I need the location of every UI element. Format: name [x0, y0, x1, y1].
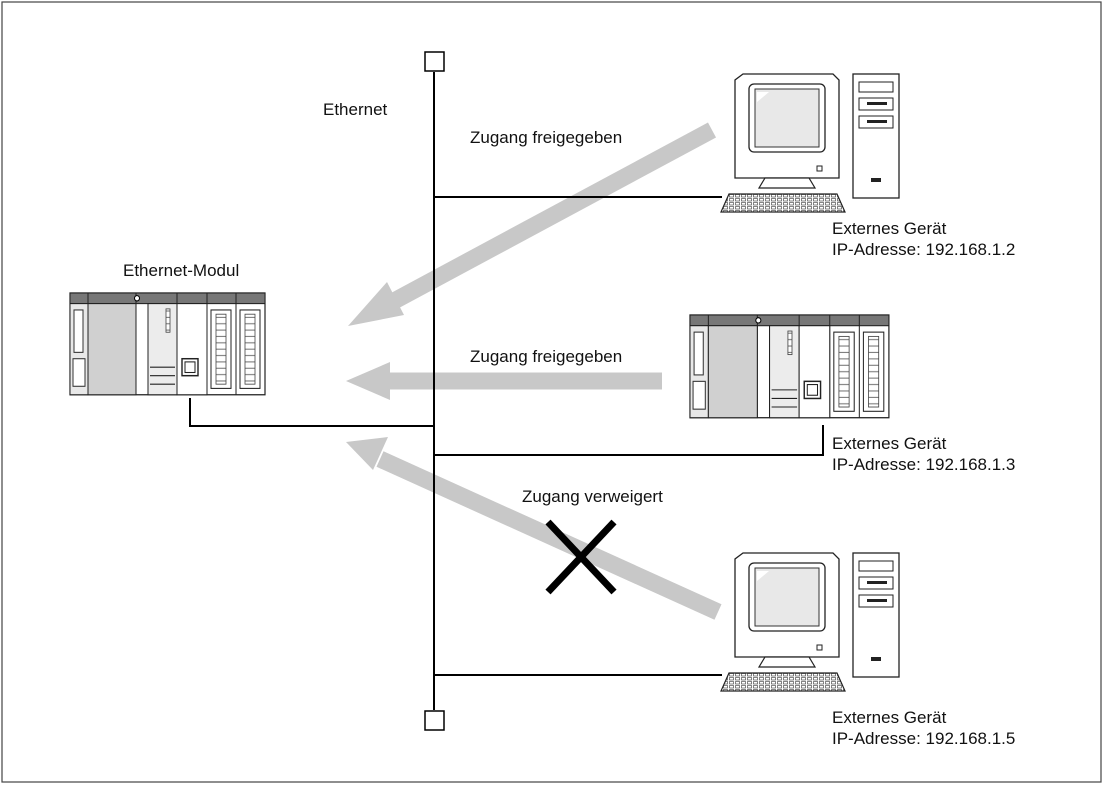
device-2-title: Externes Gerät [832, 434, 947, 453]
ethernet-module-label: Ethernet-Modul [123, 261, 239, 280]
access-arrow-3-shaft [376, 451, 722, 620]
access-arrow-1-head [348, 282, 404, 326]
device-2-ip: IP-Adresse: 192.168.1.3 [832, 455, 1015, 474]
external-device-3-pc [720, 552, 900, 692]
module-connection-line [189, 398, 434, 427]
external-device-1-pc [720, 73, 900, 213]
access-label-3: Zugang verweigert [522, 487, 663, 506]
device-3-ip: IP-Adresse: 192.168.1.5 [832, 729, 1015, 748]
device-2-connection-line [434, 425, 824, 456]
ethernet-module-plc [69, 292, 266, 396]
access-arrow-3 [346, 437, 722, 620]
access-arrow-3-head [346, 437, 388, 470]
access-label-1: Zugang freigegeben [470, 128, 622, 147]
deny-cross-icon [545, 519, 617, 595]
access-arrow-2 [346, 362, 662, 400]
access-arrow-2-head [346, 362, 390, 400]
ethernet-label: Ethernet [323, 100, 388, 119]
device-3-title: Externes Gerät [832, 708, 947, 727]
bus-terminator-bottom [424, 710, 445, 731]
device-1-title: Externes Gerät [832, 219, 947, 238]
access-arrow-1 [348, 122, 717, 326]
access-arrow-1-shaft [376, 122, 717, 316]
device-1-ip: IP-Adresse: 192.168.1.2 [832, 240, 1015, 259]
bus-terminator-top [424, 51, 445, 72]
access-label-2: Zugang freigegeben [470, 347, 622, 366]
external-device-2-plc [689, 314, 890, 419]
